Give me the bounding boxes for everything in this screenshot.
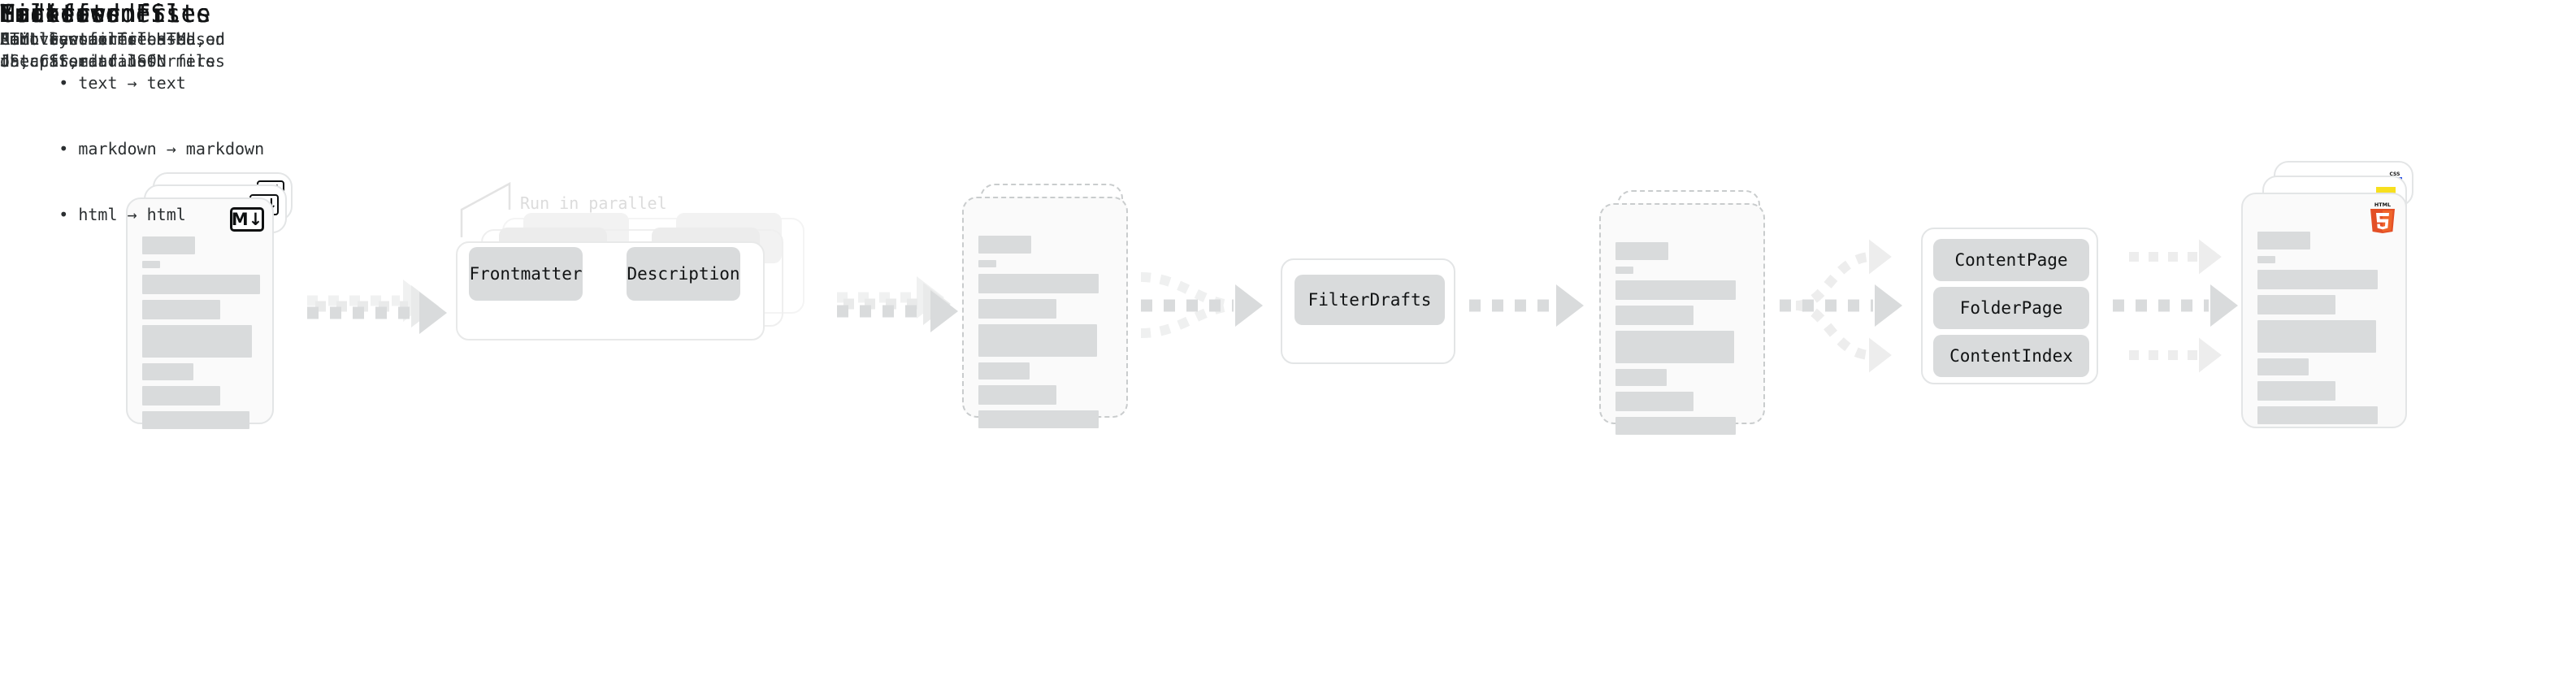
markdown-icon: M↓ bbox=[230, 207, 264, 232]
transformer-chip-description[interactable]: Description bbox=[627, 247, 740, 301]
content-bar bbox=[1615, 392, 1693, 411]
content-bar bbox=[978, 324, 1097, 357]
svg-text:CSS: CSS bbox=[2390, 171, 2400, 177]
connector-filtered-to-emitters bbox=[1780, 239, 1902, 373]
stage-subtitle: Remove some files based on criteria bbox=[0, 29, 225, 71]
content-bar bbox=[2257, 256, 2275, 263]
content-bar bbox=[978, 274, 1099, 293]
content-bar bbox=[142, 236, 195, 254]
transform-bullet-text: text → text bbox=[78, 73, 186, 93]
content-bar bbox=[142, 300, 220, 319]
content-bar bbox=[2257, 320, 2376, 353]
doc-card-front: M↓ bbox=[126, 197, 274, 429]
stage-filtered-files: Filtered files bbox=[0, 0, 1765, 435]
stage-modified-files: Modified files HTML Syntax Tree + data f… bbox=[0, 0, 1128, 428]
run-in-parallel-label: Run in parallel bbox=[520, 193, 667, 213]
emitter-chip-contentpage[interactable]: ContentPage bbox=[1933, 239, 2089, 281]
content-bar bbox=[1615, 280, 1736, 300]
content-bar bbox=[2257, 295, 2335, 314]
content-bar bbox=[1615, 369, 1667, 386]
content-bar bbox=[978, 299, 1056, 319]
content-bar bbox=[142, 275, 260, 294]
content-bar bbox=[1615, 417, 1736, 435]
content-bar bbox=[142, 325, 252, 358]
content-bar bbox=[142, 386, 220, 406]
emitters-box: ContentPage FolderPage ContentIndex bbox=[1921, 228, 2098, 384]
content-bar bbox=[2257, 358, 2309, 375]
doc-card-front: HTML bbox=[2241, 193, 2407, 428]
content-bar bbox=[1615, 306, 1693, 325]
content-bar bbox=[2257, 381, 2335, 401]
stage-subtitle: Emit new files based on the parsed files bbox=[0, 29, 225, 71]
content-bar bbox=[142, 363, 193, 380]
content-bar bbox=[142, 411, 249, 429]
site-doc-stack: CSS HTML bbox=[2241, 161, 2444, 429]
content-bar bbox=[142, 261, 160, 268]
svg-text:HTML: HTML bbox=[2374, 202, 2391, 208]
content-bar bbox=[978, 410, 1099, 428]
emitter-chip-folderpage[interactable]: FolderPage bbox=[1933, 287, 2089, 329]
connector-emitters-to-site bbox=[2113, 239, 2238, 373]
connector-md-to-transformers bbox=[307, 280, 447, 334]
transformer-chip-frontmatter[interactable]: Frontmatter bbox=[469, 247, 583, 301]
html5-icon: HTML bbox=[2370, 202, 2395, 233]
stage-title: Modified files bbox=[0, 0, 211, 28]
transform-bullet-1: • markdown → markdown bbox=[59, 139, 265, 158]
stage-title: Filters bbox=[0, 0, 106, 28]
stage-title: Markdown Files bbox=[0, 0, 211, 28]
content-bar bbox=[978, 362, 1030, 380]
emitter-chip-contentindex[interactable]: ContentIndex bbox=[1933, 335, 2089, 377]
content-bar bbox=[978, 385, 1056, 405]
modified-doc-stack bbox=[962, 184, 1149, 428]
content-bar bbox=[1615, 331, 1734, 363]
filtered-doc-stack bbox=[1599, 190, 1786, 435]
connector-transformers-to-modified bbox=[837, 276, 958, 332]
transform-bullet-2: • html → html bbox=[59, 205, 186, 224]
stage-filters: FilterDrafts Filters Remove some files b… bbox=[0, 0, 1455, 364]
content-bar bbox=[2257, 406, 2378, 424]
stage-subtitle: HTML Syntax Tree + data from transformer… bbox=[0, 29, 215, 71]
stage-title: Transformers bbox=[0, 0, 181, 28]
markdown-doc-stack: M↓ M↓ M↓ bbox=[126, 172, 313, 429]
stage-generated-site: CSS HTML bbox=[0, 0, 2413, 428]
stage-markdown-files: M↓ M↓ M↓ Markdown Files bbox=[0, 0, 293, 429]
transform-bullet-text: html → html bbox=[78, 205, 186, 224]
content-bar bbox=[2257, 270, 2378, 289]
content-bar bbox=[1615, 267, 1633, 274]
transformer-box-front: Frontmatter Description bbox=[456, 241, 765, 340]
stage-title: Filtered files bbox=[0, 0, 211, 28]
connector-filters-to-filtered bbox=[1469, 284, 1584, 327]
stage-emitters: ContentPage FolderPage ContentIndex Emit… bbox=[0, 0, 2098, 384]
content-bar bbox=[2257, 232, 2310, 249]
doc-card-front bbox=[1599, 203, 1765, 435]
stage-transformers: Run in parallel Frontmatter Description … bbox=[0, 0, 804, 340]
content-bar bbox=[1615, 242, 1668, 260]
stage-title: Emitters bbox=[0, 0, 121, 28]
content-bar bbox=[978, 260, 996, 267]
transform-bullet-text: markdown → markdown bbox=[78, 139, 265, 158]
doc-card-front bbox=[962, 197, 1128, 428]
content-bar bbox=[978, 236, 1031, 254]
filter-chip-filterdrafts[interactable]: FilterDrafts bbox=[1295, 275, 1445, 325]
connector-modified-to-filters bbox=[1140, 272, 1263, 338]
transform-bullet-0: • text → text bbox=[59, 73, 186, 93]
stage-subtitle: A collection of HTML, JS, CSS, and JSON … bbox=[0, 29, 225, 71]
stage-title: Generated Site bbox=[0, 0, 211, 28]
stage-subtitle: Can transform: bbox=[0, 29, 137, 49]
filters-box: FilterDrafts bbox=[1281, 258, 1455, 364]
